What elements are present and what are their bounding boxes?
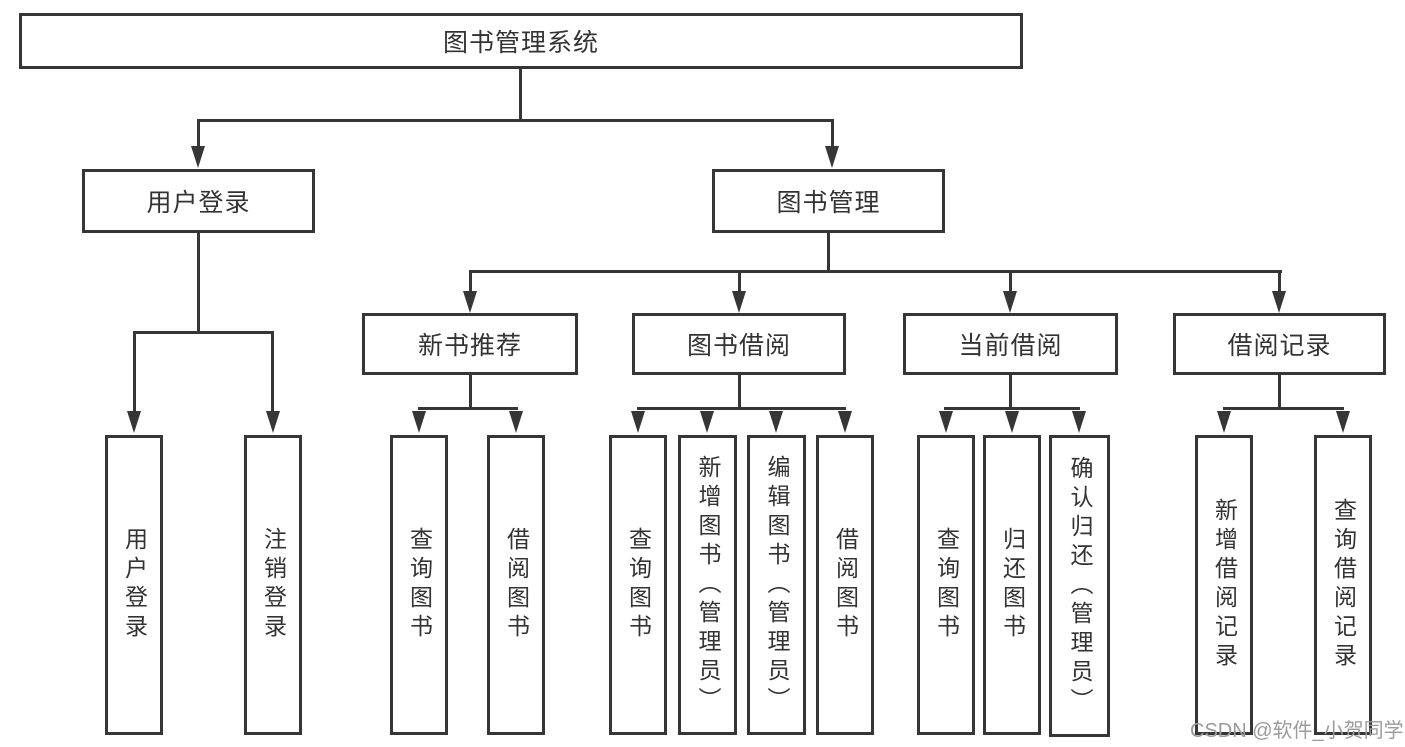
leaf-confirm-return-admin: 确认归还（管理员） bbox=[1049, 435, 1110, 737]
connector-level3-bar bbox=[469, 270, 1282, 273]
leaf-query-books-recommend: 查询图书 bbox=[390, 435, 448, 735]
arrowhead bbox=[1217, 411, 1231, 433]
arrowhead bbox=[463, 291, 477, 313]
connector-level3-drop-1 bbox=[469, 270, 472, 293]
node-book-borrowing: 图书借阅 bbox=[632, 313, 846, 375]
arrowhead bbox=[1336, 411, 1350, 433]
leaf-query-books-borrowing-label: 查询图书 bbox=[625, 527, 652, 643]
leaf-logout: 注销登录 bbox=[244, 435, 302, 735]
leaf-user-login-label: 用户登录 bbox=[121, 527, 148, 643]
leaf-borrow-books-borrowing: 借阅图书 bbox=[816, 435, 874, 735]
connector-records-bar bbox=[1223, 407, 1344, 410]
node-user-login: 用户登录 bbox=[82, 169, 315, 233]
leaf-add-borrow-record: 新增借阅记录 bbox=[1195, 435, 1253, 735]
connector-current-bar bbox=[944, 407, 1080, 410]
leaf-borrow-books-recommend: 借阅图书 bbox=[487, 435, 545, 735]
leaf-query-borrow-record: 查询借阅记录 bbox=[1314, 435, 1372, 735]
connector-records-stem bbox=[1278, 375, 1281, 410]
leaf-query-books-borrowing: 查询图书 bbox=[609, 435, 667, 735]
arrowhead bbox=[191, 146, 205, 168]
node-new-book-recommend: 新书推荐 bbox=[362, 313, 578, 375]
leaf-add-book-admin-label: 新增图书（管理员） bbox=[695, 454, 721, 716]
connector-level3-drop-3 bbox=[1009, 270, 1012, 293]
arrowhead bbox=[1005, 411, 1019, 433]
connector-user-login-stem bbox=[197, 233, 200, 334]
leaf-query-books-current: 查询图书 bbox=[917, 435, 975, 735]
leaf-return-book-label: 归还图书 bbox=[999, 527, 1026, 643]
arrowhead bbox=[509, 411, 523, 433]
leaf-borrow-books-recommend-label: 借阅图书 bbox=[503, 527, 530, 643]
leaf-add-borrow-record-label: 新增借阅记录 bbox=[1211, 498, 1238, 672]
connector-user-login-drop-right bbox=[271, 331, 274, 413]
connector-level2-bar bbox=[197, 119, 834, 122]
node-root-label: 图书管理系统 bbox=[442, 29, 599, 57]
leaf-logout-label: 注销登录 bbox=[260, 527, 287, 643]
arrowhead bbox=[266, 411, 280, 433]
connector-current-stem bbox=[1009, 375, 1012, 410]
leaf-add-book-admin: 新增图书（管理员） bbox=[678, 435, 737, 735]
leaf-query-books-current-label: 查询图书 bbox=[933, 527, 960, 643]
leaf-user-login: 用户登录 bbox=[105, 435, 163, 735]
node-current-borrowing-label: 当前借阅 bbox=[958, 332, 1063, 360]
csdn-watermark: CSDN @软件_小贺同学 bbox=[1190, 720, 1404, 742]
leaf-edit-book-admin: 编辑图书（管理员） bbox=[747, 435, 806, 735]
node-current-borrowing: 当前借阅 bbox=[903, 313, 1118, 375]
node-root-library-system: 图书管理系统 bbox=[19, 13, 1023, 69]
arrowhead bbox=[412, 411, 426, 433]
connector-level2-drop-right bbox=[831, 119, 834, 148]
arrowhead bbox=[939, 411, 953, 433]
leaf-confirm-return-admin-label: 确认归还（管理员） bbox=[1067, 455, 1093, 717]
arrowhead bbox=[127, 411, 141, 433]
connector-recommend-bar bbox=[418, 407, 518, 410]
connector-user-login-drop-left bbox=[133, 331, 136, 413]
connector-borrowing-stem bbox=[738, 375, 741, 410]
node-borrowing-records: 借阅记录 bbox=[1173, 313, 1386, 375]
node-book-management: 图书管理 bbox=[712, 169, 945, 233]
arrowhead bbox=[1003, 291, 1017, 313]
arrowhead bbox=[1072, 411, 1086, 433]
leaf-edit-book-admin-label: 编辑图书（管理员） bbox=[764, 454, 790, 716]
connector-borrowing-bar bbox=[637, 407, 846, 410]
leaf-borrow-books-borrowing-label: 借阅图书 bbox=[832, 527, 859, 643]
connector-level2-drop-left bbox=[197, 119, 200, 148]
node-user-login-label: 用户登录 bbox=[146, 189, 251, 217]
connector-book-management-stem bbox=[827, 233, 830, 273]
arrowhead bbox=[1272, 291, 1286, 313]
arrowhead bbox=[838, 411, 852, 433]
arrowhead bbox=[631, 411, 645, 433]
connector-root-stem bbox=[519, 68, 522, 121]
arrowhead bbox=[825, 146, 839, 168]
connector-recommend-stem bbox=[469, 375, 472, 410]
connector-level3-drop-2 bbox=[738, 270, 741, 293]
arrowhead bbox=[769, 411, 783, 433]
leaf-query-borrow-record-label: 查询借阅记录 bbox=[1330, 498, 1357, 672]
node-borrowing-records-label: 借阅记录 bbox=[1227, 332, 1332, 360]
connector-level3-drop-4 bbox=[1278, 270, 1281, 293]
leaf-query-books-recommend-label: 查询图书 bbox=[406, 527, 433, 643]
leaf-return-book: 归还图书 bbox=[983, 435, 1041, 735]
node-book-management-label: 图书管理 bbox=[776, 189, 881, 217]
arrowhead bbox=[732, 291, 746, 313]
node-book-borrowing-label: 图书借阅 bbox=[686, 332, 791, 360]
node-new-book-recommend-label: 新书推荐 bbox=[417, 332, 522, 360]
arrowhead bbox=[700, 411, 714, 433]
connector-user-login-bar bbox=[133, 331, 274, 334]
